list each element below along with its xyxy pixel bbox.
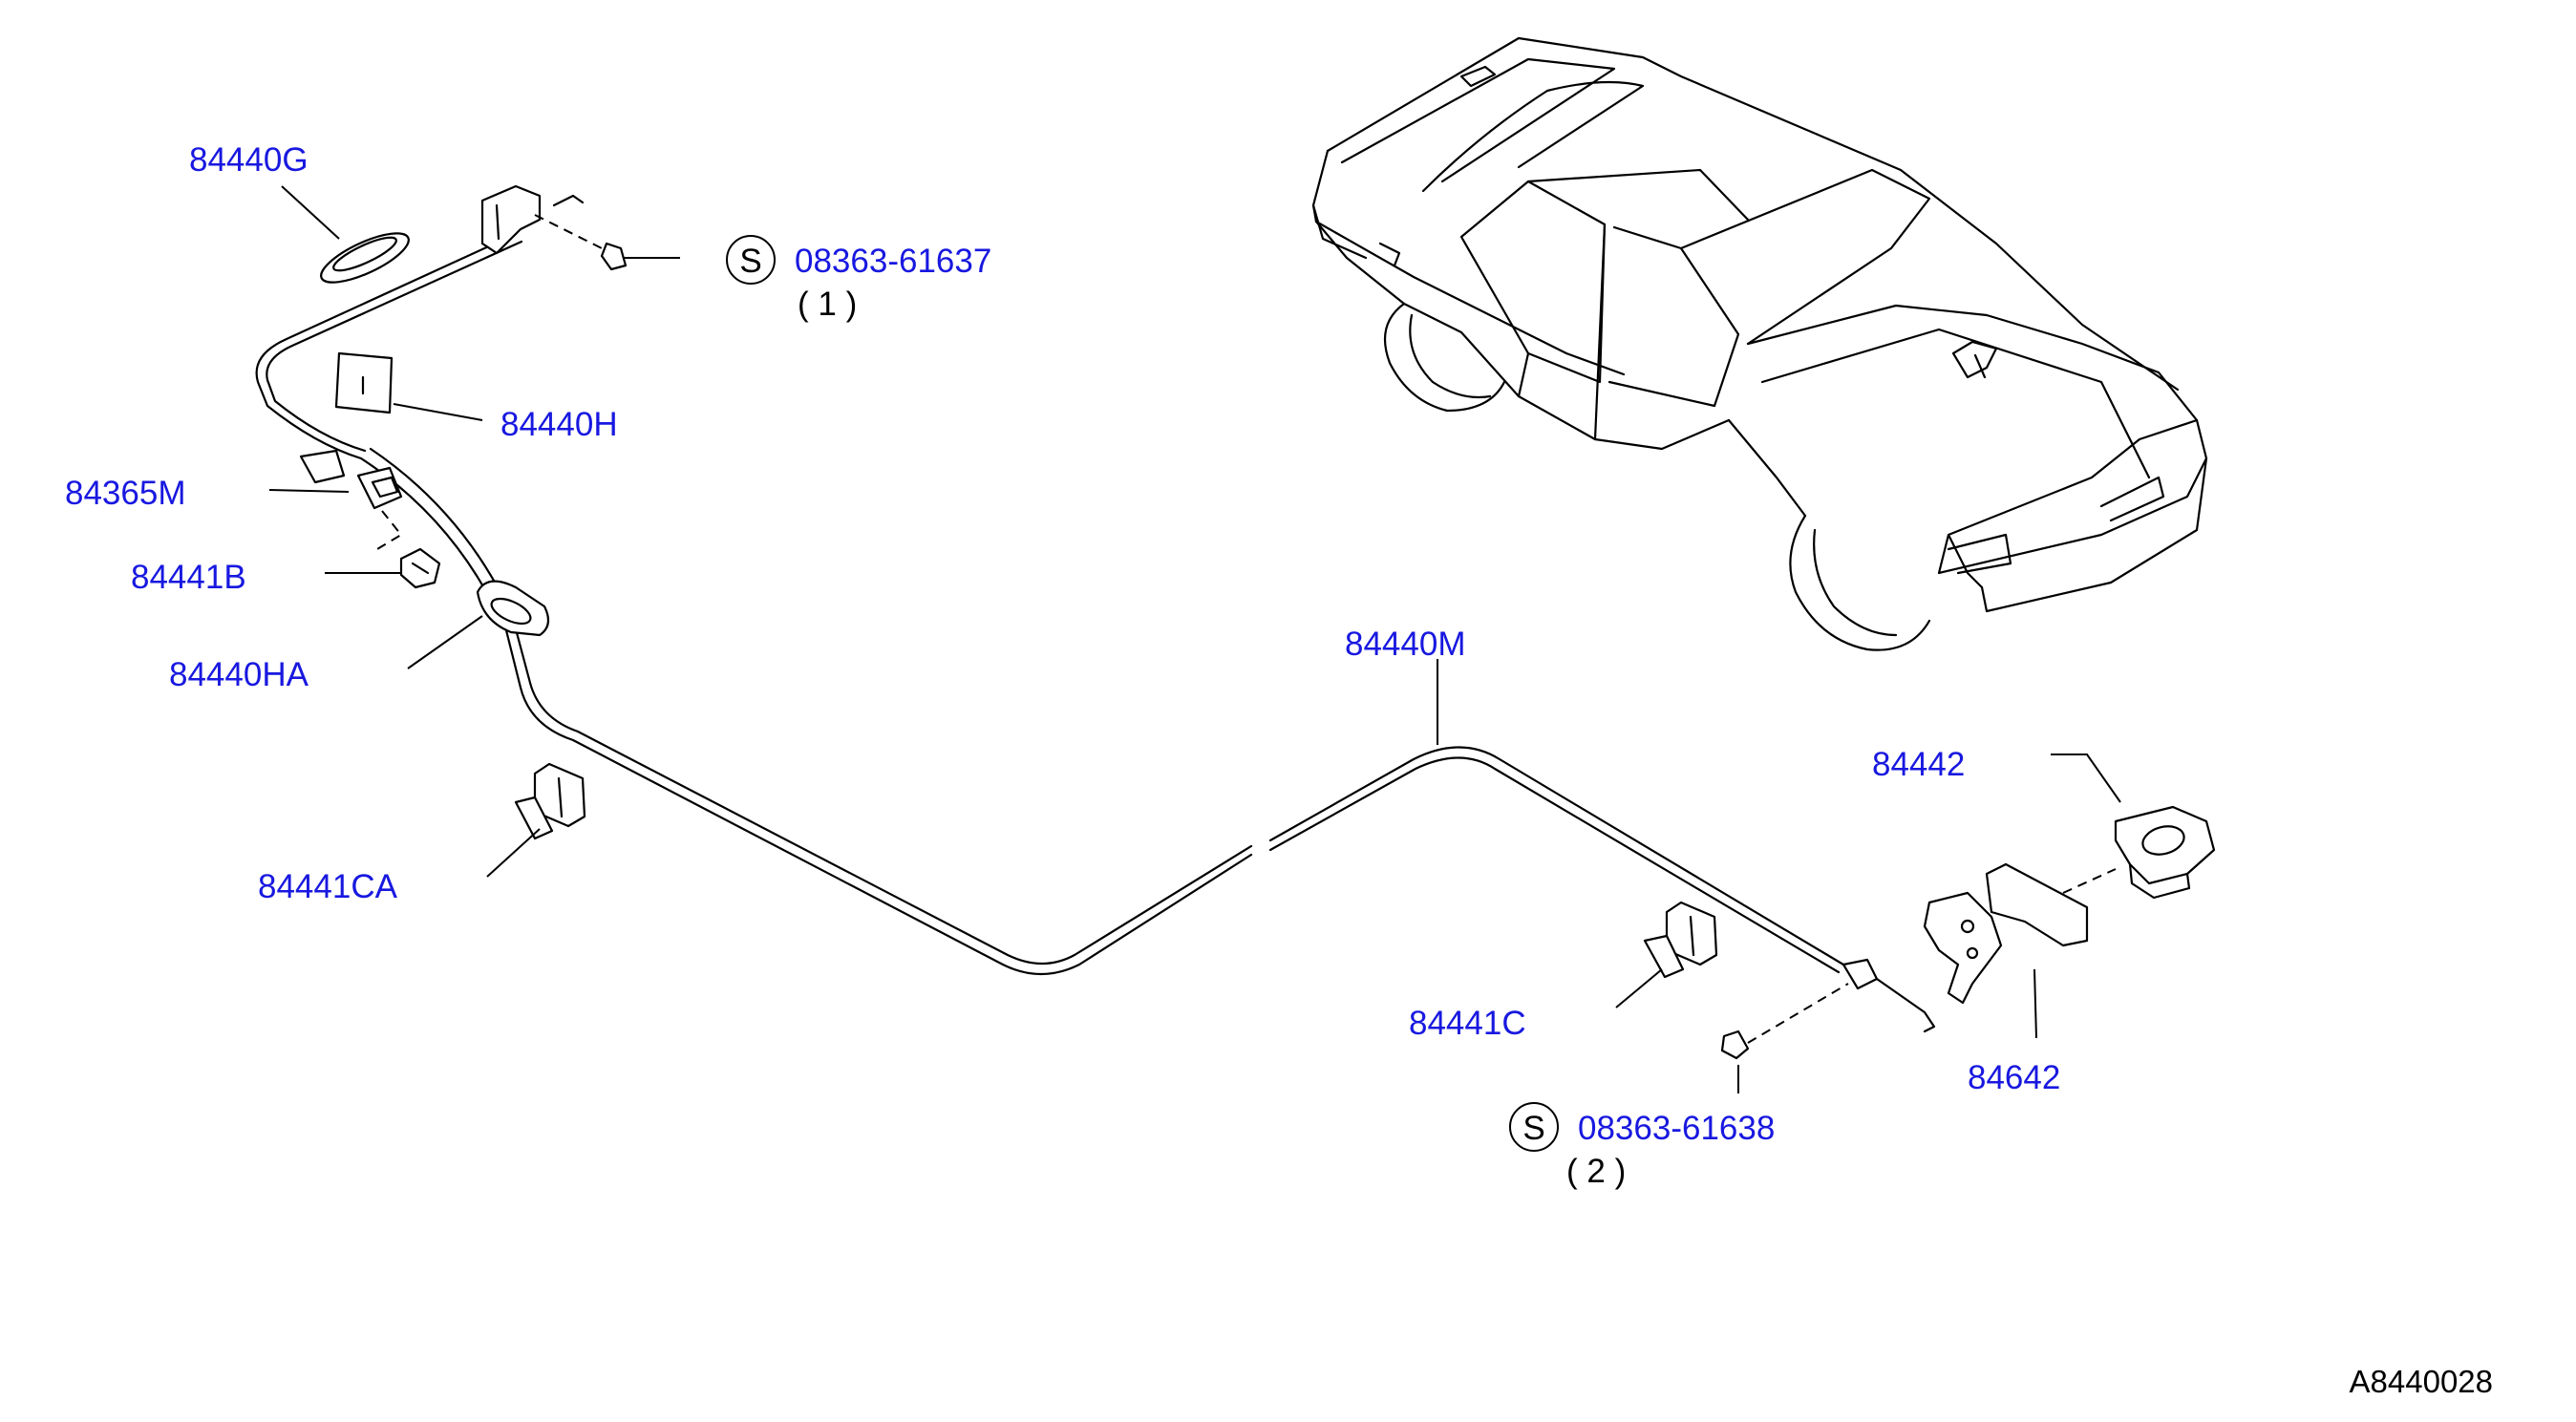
upper-bracket-shape	[480, 184, 628, 271]
callout-84441B[interactable]: 84441B	[131, 559, 246, 596]
standard-symbol: S	[739, 243, 761, 280]
clip-84365M-shape	[299, 449, 403, 550]
standard-part-callout-1[interactable]: S 08363-61637 ( 1 )	[726, 235, 991, 323]
callout-84440HA[interactable]: 84440HA	[169, 656, 309, 693]
callout-84441CA[interactable]: 84441CA	[258, 868, 398, 905]
standard-part-qty: ( 2 )	[1566, 1153, 1626, 1190]
standard-part-callout-2[interactable]: S 08363-61638 ( 2 )	[1509, 1102, 1775, 1190]
standard-part-number[interactable]: 08363-61637	[795, 243, 991, 280]
callout-84442[interactable]: 84442	[1872, 746, 1965, 783]
clip-84441B-shape	[399, 547, 441, 589]
standard-part-qty: ( 1 )	[798, 286, 857, 323]
label-84440H-shape	[334, 351, 394, 414]
grommet-84440G-shape	[320, 232, 410, 284]
callout-84642[interactable]: 84642	[1968, 1059, 2060, 1096]
vehicle-illustration	[1311, 36, 2208, 651]
handle-84642-shape	[1842, 862, 2117, 1033]
callout-84440H[interactable]: 84440H	[500, 406, 618, 443]
clip-84441C-shape	[1643, 901, 1718, 979]
leader-lines	[268, 185, 2121, 1093]
standard-symbol-circle	[1509, 1102, 1559, 1152]
standard-symbol: S	[1522, 1110, 1544, 1147]
callout-84441C[interactable]: 84441C	[1409, 1005, 1526, 1042]
bezel-84442-shape	[2114, 805, 2216, 900]
clip-84441CA-shape	[514, 762, 586, 840]
grommet-84440HA-shape	[476, 580, 550, 637]
standard-symbol-circle	[726, 235, 776, 285]
diagram-reference-id: A8440028	[2350, 1364, 2493, 1399]
callout-84440M[interactable]: 84440M	[1345, 626, 1465, 663]
bolt-lower-shape	[1720, 983, 1849, 1060]
standard-part-number[interactable]: 08363-61638	[1578, 1110, 1775, 1147]
callout-84365M[interactable]: 84365M	[65, 475, 185, 512]
callout-84440G[interactable]: 84440G	[189, 141, 309, 179]
